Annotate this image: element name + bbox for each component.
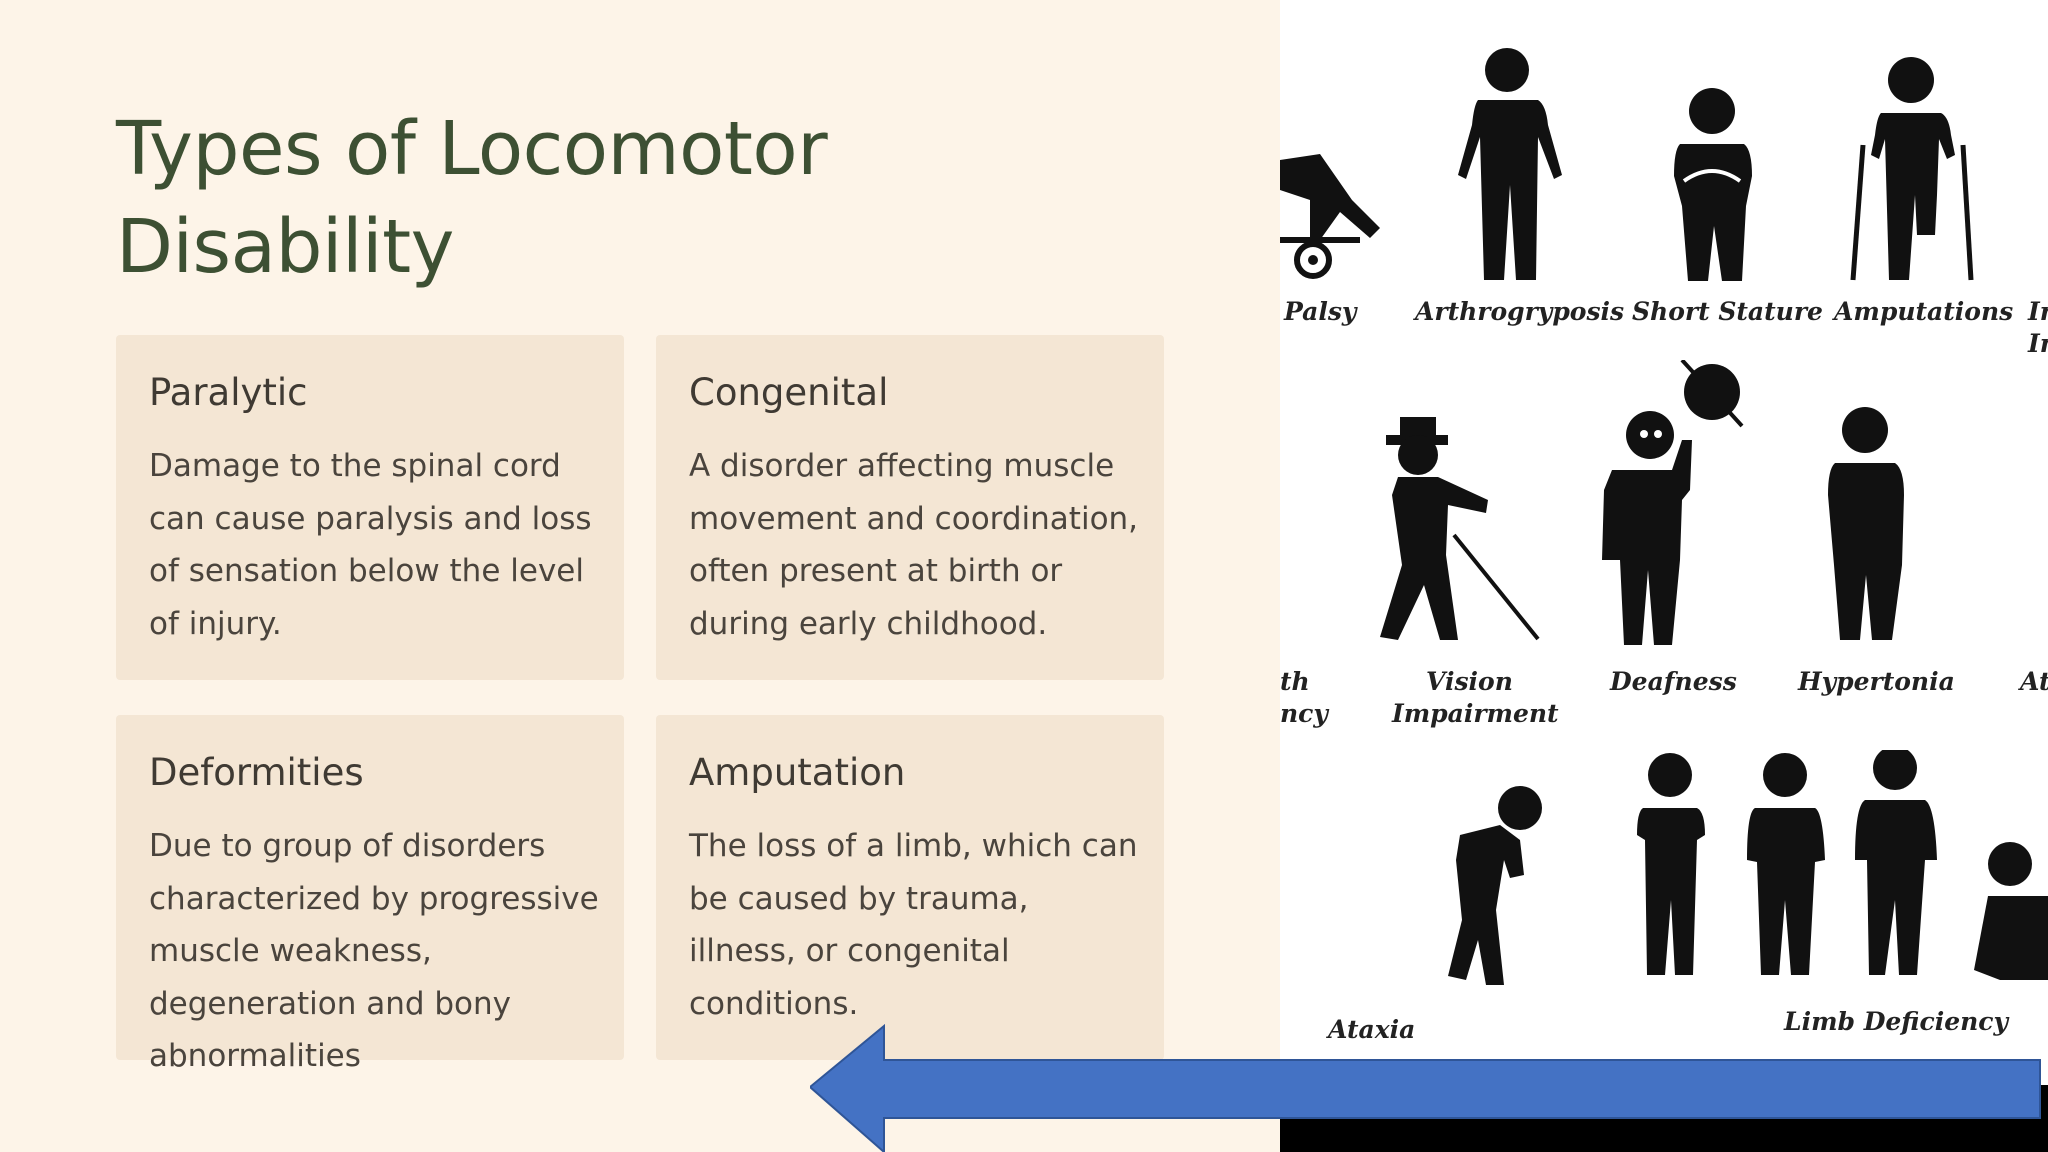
icon-label-limb-deficiency: Limb Deficiency xyxy=(1784,1007,2009,1036)
icon-label-vision-impairment: Vision xyxy=(1426,667,1513,696)
icon-label-palsy: Palsy xyxy=(1284,297,1357,326)
icon-label-short-stature: Short Stature xyxy=(1632,297,1823,326)
icon-label-deafness: Deafness xyxy=(1610,667,1737,696)
hypertonia-figure-icon xyxy=(1828,407,1904,640)
disability-icons-image: Palsy Arthrogryposis Short Stature Amput… xyxy=(1280,0,2048,1152)
icon-label-arthrogryposis: Arthrogryposis xyxy=(1415,297,1625,326)
card-body: Damage to the spinal cord can cause para… xyxy=(149,448,592,642)
icon-label-cut: At xyxy=(2020,667,2048,696)
icon-label-hypertonia: Hypertonia xyxy=(1798,667,1955,696)
blind-cane-icon xyxy=(1380,417,1540,641)
card-deformities: Deformities Due to group of disorders ch… xyxy=(116,715,624,1074)
icon-label-cut: th xyxy=(1280,667,1310,696)
standing-figure-icon xyxy=(1458,48,1562,280)
limb-deficiency-figures-icon xyxy=(1637,750,1937,975)
card-body: Due to group of disorders characterized … xyxy=(149,828,599,1074)
slide-title-line1: Types of Locomotor xyxy=(116,106,828,192)
wheelchair-icon xyxy=(1280,154,1380,279)
short-figure-icon xyxy=(1674,88,1752,281)
card-paralytic: Paralytic Damage to the spinal cord can … xyxy=(116,335,624,680)
icon-label-amputations: Amputations xyxy=(1834,297,2014,326)
card-body: The loss of a limb, which can be caused … xyxy=(689,828,1138,1022)
deaf-figure-icon xyxy=(1602,360,1744,645)
ataxia-figure-icon xyxy=(1448,786,1542,985)
card-heading: Paralytic xyxy=(149,371,308,414)
left-arrow-shape xyxy=(810,1023,2041,1152)
icon-label-cut: Ir xyxy=(2028,297,2048,326)
partial-figure-icon xyxy=(1974,842,2048,980)
crutches-amputee-icon xyxy=(1850,57,1974,281)
card-heading: Deformities xyxy=(149,751,364,794)
icon-label-vision-impairment: Impairment xyxy=(1392,699,1559,728)
card-congenital: Congenital A disorder affecting muscle m… xyxy=(656,335,1164,680)
card-heading: Amputation xyxy=(689,751,906,794)
icon-label-cut: In xyxy=(2028,329,2048,358)
card-body: A disorder affecting muscle movement and… xyxy=(689,448,1139,642)
icon-label-cut: ncy xyxy=(1280,699,1328,728)
card-heading: Congenital xyxy=(689,371,889,414)
card-amputation: Amputation The loss of a limb, which can… xyxy=(656,715,1164,1060)
slide-title-line2: Disability xyxy=(116,204,454,290)
icon-label-ataxia: Ataxia xyxy=(1328,1015,1416,1044)
